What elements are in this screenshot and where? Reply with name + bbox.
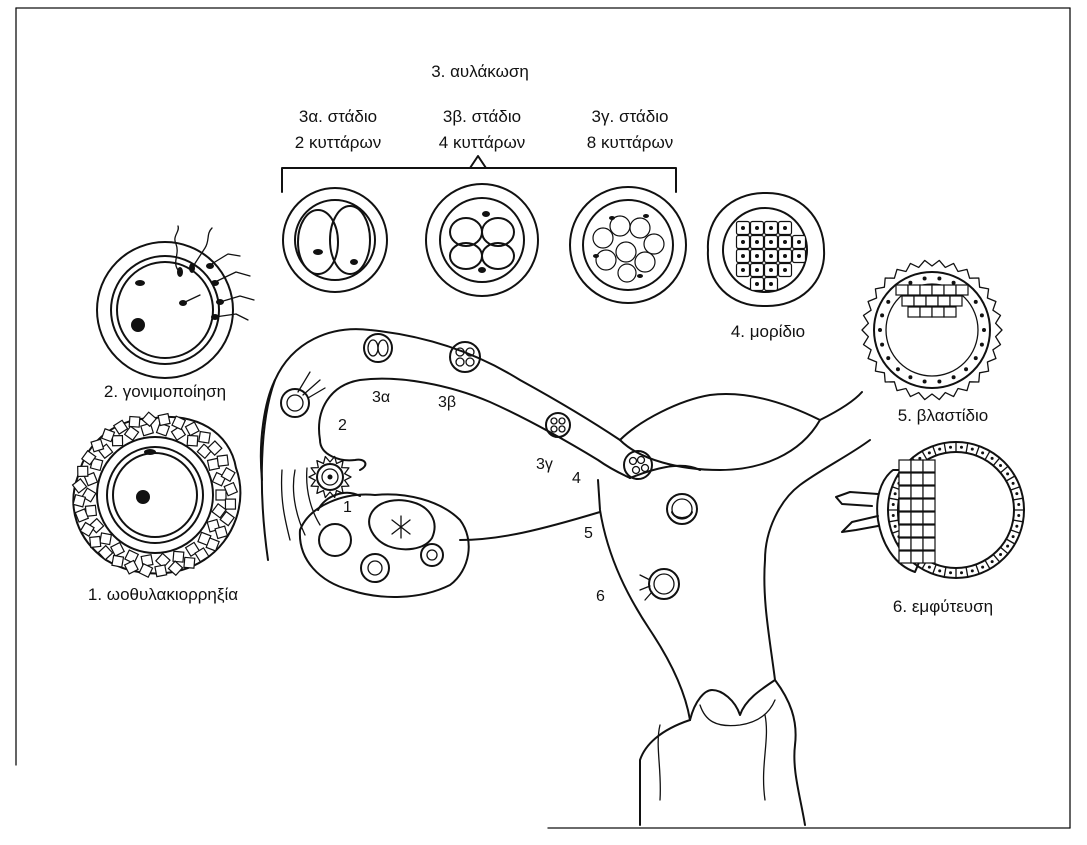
marker-1: 1 xyxy=(343,499,352,516)
implantation-label: 6. εμφύτευση xyxy=(893,597,993,616)
uterus-implantation xyxy=(639,568,680,601)
marker-3g: 3γ xyxy=(536,456,553,473)
stage-3g-title: 3γ. στάδιο xyxy=(592,107,669,126)
fertilization-label: 2. γονιμοποίηση xyxy=(104,382,226,401)
eight-cell-embryo xyxy=(569,186,687,304)
tube-embryo-3g xyxy=(545,412,571,438)
cleavage-title: 3. αυλάκωση xyxy=(431,62,529,81)
tube-egg-ovulated xyxy=(308,455,352,499)
fertilization-egg xyxy=(96,225,255,379)
stage-3a-cells: 2 κυττάρων xyxy=(295,133,381,152)
tube-embryo-3b xyxy=(449,341,481,373)
stage-3g-cells: 8 κυττάρων xyxy=(587,133,673,152)
ovulation-label: 1. ωοθυλακιορρηξία xyxy=(88,585,238,604)
tube-embryo-3a xyxy=(363,333,393,363)
stage-3b-cells: 4 κυττάρων xyxy=(439,133,525,152)
two-cell-embryo xyxy=(282,187,388,293)
four-cell-embryo xyxy=(425,183,539,297)
marker-3b: 3β xyxy=(438,394,456,411)
uterus-blastocyst xyxy=(666,493,698,525)
marker-6: 6 xyxy=(596,588,605,605)
stage-3a-title: 3α. στάδιο xyxy=(299,107,377,126)
ovulation-oocyte xyxy=(71,411,242,578)
marker-5: 5 xyxy=(584,525,593,542)
uterus-morula xyxy=(623,450,653,480)
marker-4: 4 xyxy=(572,470,581,487)
sperm-tail xyxy=(174,225,179,271)
cleavage-bracket xyxy=(281,155,677,193)
marker-3a: 3α xyxy=(372,389,390,406)
blastocyst xyxy=(861,259,1003,401)
blastocyst-label: 5. βλαστίδιο xyxy=(898,406,988,425)
uterine-tube-and-uterus xyxy=(259,328,871,826)
morula-label: 4. μορίδιο xyxy=(731,322,805,341)
marker-2: 2 xyxy=(338,417,347,434)
stage-3b-title: 3β. στάδιο xyxy=(443,107,521,126)
implantation-blastocyst xyxy=(835,441,1025,579)
tube-egg-fertilized xyxy=(280,371,326,418)
morula xyxy=(706,191,826,308)
